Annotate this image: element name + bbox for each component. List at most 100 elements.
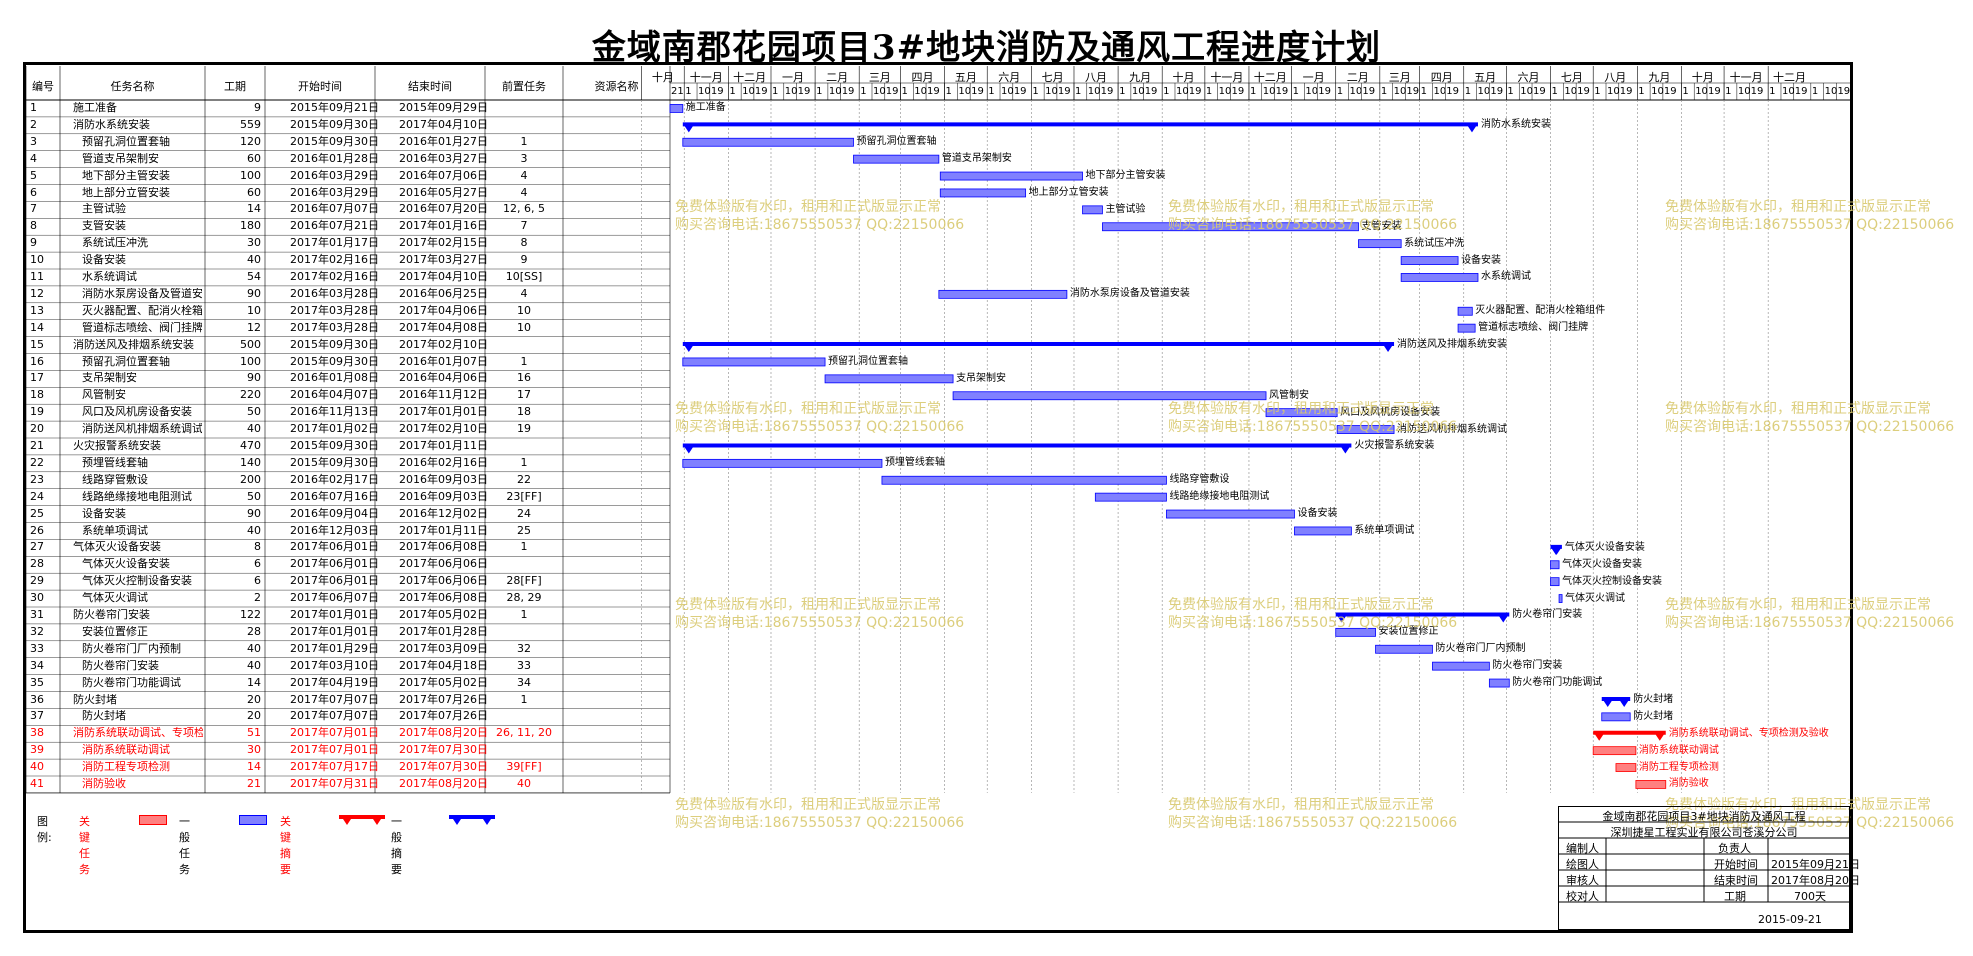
- header-name: 任务名称: [110, 80, 155, 93]
- task-start: 2017年04月19日: [290, 675, 379, 689]
- task-name: 防火封堵: [73, 693, 117, 706]
- task-end: 2015年09月29日: [399, 101, 488, 114]
- subtick-label: 10: [1781, 86, 1795, 97]
- subtick-label: 1: [1811, 86, 1819, 97]
- watermark: 免费体验版有水印，租用和正式版显示正常购买咨询电话:18675550537 QQ…: [1665, 596, 1954, 632]
- subtick-label: 19: [1794, 86, 1808, 97]
- task-name: 预埋管线套轴: [82, 456, 148, 469]
- header-id: 编号: [32, 80, 54, 93]
- month-label: 二月: [826, 71, 849, 84]
- bar-label: 防火卷帘门厂内预制: [1435, 643, 1526, 655]
- subtick-label: 1: [1292, 86, 1299, 97]
- subtick-label: 10: [1824, 86, 1838, 97]
- task-name: 线路绝缘接地电阻测试: [82, 490, 192, 503]
- subtick-label: 19: [1490, 86, 1504, 97]
- task-bar: [1166, 509, 1295, 519]
- watermark: 免费体验版有水印，租用和正式版显示正常购买咨询电话:18675550537 QQ…: [675, 400, 964, 436]
- subtick-label: 1: [1551, 86, 1558, 97]
- task-bar: [1635, 780, 1667, 789]
- watermark-line1: 免费体验版有水印，租用和正式版显示正常: [675, 597, 941, 613]
- subtick-label: 10: [1737, 86, 1751, 97]
- task-name: 消防送风及排烟系统安装: [73, 338, 194, 351]
- task-start: 2017年06月01日: [290, 557, 379, 571]
- task-duration: 220: [240, 388, 261, 402]
- watermark-line1: 免费体验版有水印，租用和正式版显示正常: [1665, 597, 1931, 613]
- subtick-label: 1: [1380, 86, 1388, 97]
- watermark-line2: 购买咨询电话:18675550537 QQ:22150066: [1168, 217, 1458, 233]
- task-start: 2016年03月28日: [290, 286, 379, 300]
- month-label: 一月: [1302, 71, 1325, 84]
- subtick-label: 1: [1464, 86, 1472, 97]
- task-end: 2017年07月26日: [399, 692, 488, 706]
- summary-bar: [1335, 612, 1510, 623]
- subtick-label: 10: [742, 86, 755, 97]
- task-pred: 1: [520, 692, 528, 706]
- subtick-label: 19: [1619, 86, 1633, 97]
- legend-critical-label: 关键任务: [79, 815, 90, 876]
- task-pred: 1: [520, 134, 528, 148]
- task-bar: [1615, 763, 1637, 772]
- task-pred: 1: [520, 455, 528, 469]
- info-r1-a: 编制人: [1566, 842, 1599, 855]
- subtick-label: 1: [1507, 86, 1514, 97]
- subtick-label: 19: [1750, 86, 1764, 97]
- task-bar: [1102, 222, 1359, 232]
- task-start: 2016年07月07日: [290, 202, 379, 216]
- task-name: 气体灭火控制设备安装: [82, 575, 192, 588]
- task-id: 13: [30, 303, 44, 317]
- task-duration: 500: [240, 337, 261, 351]
- subtick-label: 19: [1275, 86, 1289, 97]
- task-bar: [1358, 239, 1402, 249]
- task-end: 2017年06月06日: [399, 574, 488, 588]
- task-duration: 30: [247, 236, 261, 250]
- task-end: 2016年07月20日: [399, 202, 488, 216]
- task-duration: 54: [247, 270, 261, 283]
- task-end: 2017年05月02日: [399, 608, 488, 621]
- task-duration: 40: [247, 641, 261, 655]
- task-id: 5: [30, 168, 37, 182]
- task-end: 2017年01月16日: [399, 219, 488, 233]
- watermark-line2: 购买咨询电话:18675550537 QQ:22150066: [1665, 615, 1955, 631]
- subtick-label: 1: [1682, 86, 1689, 97]
- task-id: 1: [30, 101, 37, 114]
- bar-label: 施工准备: [685, 102, 726, 114]
- month-label: 十一月: [1729, 71, 1763, 84]
- task-bar: [1400, 256, 1459, 265]
- month-label: 一月: [782, 71, 805, 84]
- month-label: 七月: [1560, 71, 1583, 84]
- bar-label: 支管安装: [1361, 220, 1402, 232]
- legend-crit-summary-label: 关键摘要: [280, 815, 291, 876]
- subtick-label: 1: [945, 86, 952, 97]
- task-start: 2017年02月16日: [290, 270, 379, 283]
- task-end: 2016年02月16日: [399, 455, 488, 469]
- task-end: 2017年07月30日: [399, 760, 488, 774]
- subtick-label: 1: [816, 86, 823, 97]
- task-name: 气体灭火设备安装: [73, 541, 161, 554]
- task-duration: 100: [240, 354, 261, 368]
- watermark: 免费体验版有水印，租用和正式版显示正常购买咨询电话:18675550537 QQ…: [1665, 198, 1954, 234]
- bar-label: 支吊架制安: [956, 372, 1007, 384]
- bar-label: 防火卷帘门功能调试: [1512, 677, 1603, 689]
- task-start: 2016年01月28日: [290, 151, 379, 165]
- task-id: 6: [30, 185, 37, 199]
- summary-bar: [1601, 696, 1631, 707]
- task-start: 2015年09月21日: [290, 101, 379, 114]
- task-name: 主管试验: [82, 203, 126, 216]
- bar-label: 水系统调试: [1480, 271, 1531, 283]
- watermark-line2: 购买咨询电话:18675550537 QQ:22150066: [675, 217, 965, 233]
- task-id: 4: [30, 151, 37, 165]
- task-bar: [1336, 425, 1395, 434]
- task-bar: [952, 391, 1267, 401]
- task-name: 防火卷帘门厂内预制: [82, 642, 181, 655]
- task-name: 安装位置修正: [82, 625, 148, 638]
- task-name: 消防系统联动调试、专项检测及验收: [73, 727, 203, 740]
- bar-label: 消防系统联动调试、专项检测及验收: [1668, 727, 1829, 739]
- task-bar: [1457, 323, 1476, 333]
- task-bar: [1375, 644, 1433, 654]
- task-end: 2017年04月18日: [399, 658, 488, 672]
- task-end: 2017年04月06日: [399, 303, 488, 317]
- task-duration: 90: [247, 371, 261, 385]
- bar-label: 气体灭火设备安装: [1562, 558, 1643, 570]
- header-start: 开始时间: [298, 80, 342, 93]
- watermark: 免费体验版有水印，租用和正式版显示正常购买咨询电话:18675550537 QQ…: [1168, 198, 1457, 234]
